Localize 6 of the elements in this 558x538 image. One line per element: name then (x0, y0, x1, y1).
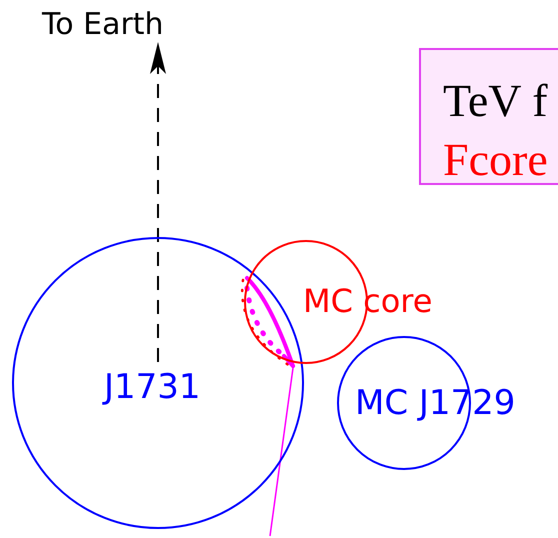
direction-label: To Earth (42, 10, 164, 40)
circle-label: J1731 (104, 370, 201, 404)
legend-box (419, 48, 558, 185)
source-circle (12, 237, 304, 529)
box-text: TeV f (443, 78, 548, 124)
box-text: Fcore (443, 137, 548, 183)
